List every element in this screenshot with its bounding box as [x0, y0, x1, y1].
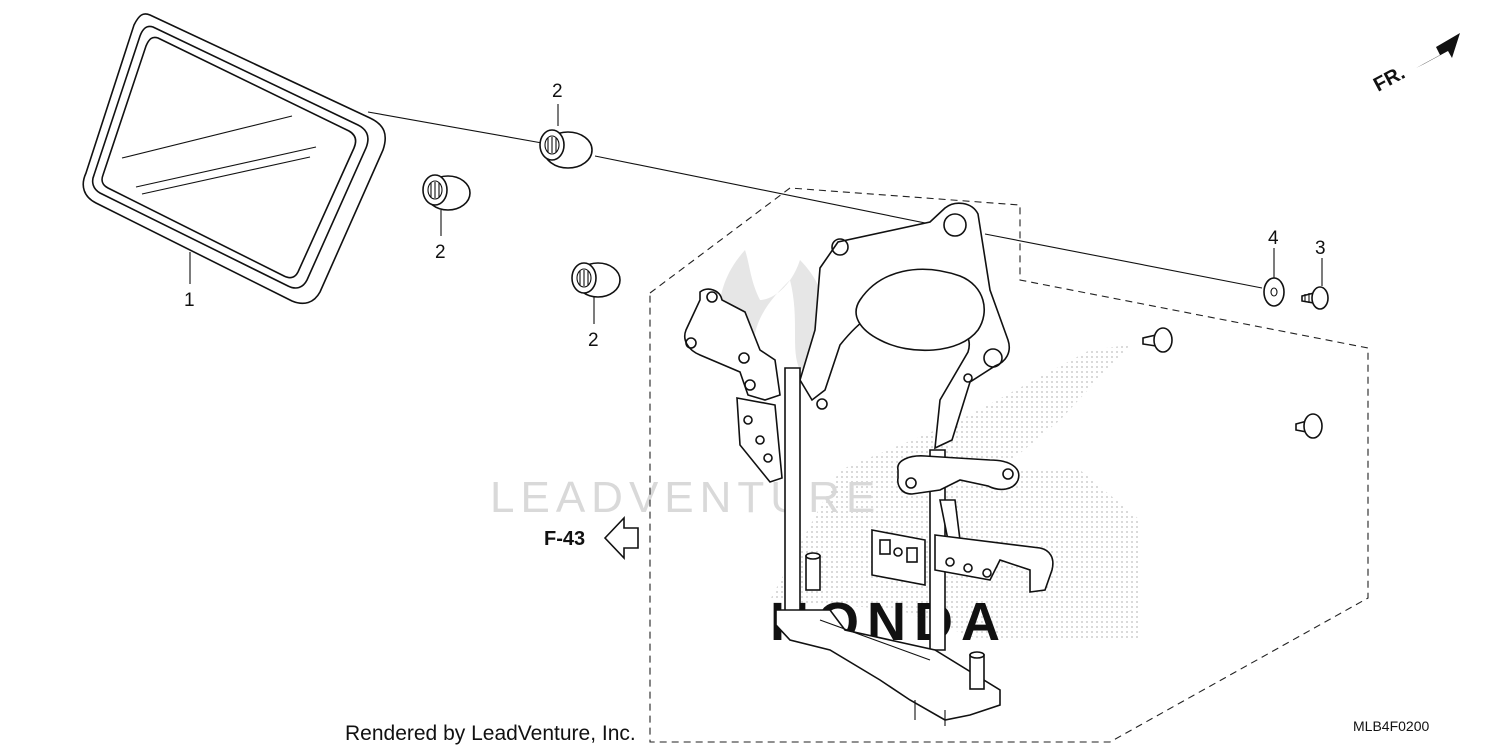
diagram-code: MLB4F0200	[1353, 718, 1429, 734]
callout-3: 3	[1315, 238, 1326, 259]
watermark: LEADVENTURE HONDA	[490, 250, 1140, 652]
callouts: 1 2 2 2 3 4	[184, 81, 1326, 351]
callout-2-lower: 2	[588, 330, 599, 351]
section-reference-f43[interactable]: F-43	[544, 515, 639, 561]
watermark-text: LEADVENTURE	[490, 473, 881, 522]
section-ref-label[interactable]: F-43	[544, 528, 585, 550]
hollow-left-arrow-icon[interactable]	[603, 515, 639, 561]
callout-2-left: 2	[435, 242, 446, 263]
assembly-screw-upper[interactable]	[1142, 327, 1173, 353]
front-label: FR.	[1370, 62, 1409, 97]
front-direction-indicator: FR.	[1370, 33, 1460, 96]
callout-2-upper: 2	[552, 81, 563, 102]
part-4-washer[interactable]	[1263, 277, 1285, 307]
part-2-grommet-left[interactable]	[422, 174, 471, 211]
leader-lines	[189, 104, 1323, 324]
part-2-grommet-upper[interactable]	[539, 129, 593, 169]
assembly-screw-lower[interactable]	[1295, 413, 1323, 439]
mirror-stay-bracket[interactable]	[684, 202, 1054, 726]
part-2-grommet-lower[interactable]	[571, 262, 621, 298]
part-3-screw[interactable]	[1301, 286, 1329, 310]
front-arrow-icon	[1416, 33, 1460, 68]
render-credit: Rendered by LeadVenture, Inc.	[345, 722, 636, 745]
part-1-mirror-panel[interactable]	[82, 13, 386, 305]
callout-1: 1	[184, 290, 195, 311]
callout-4: 4	[1268, 228, 1279, 249]
